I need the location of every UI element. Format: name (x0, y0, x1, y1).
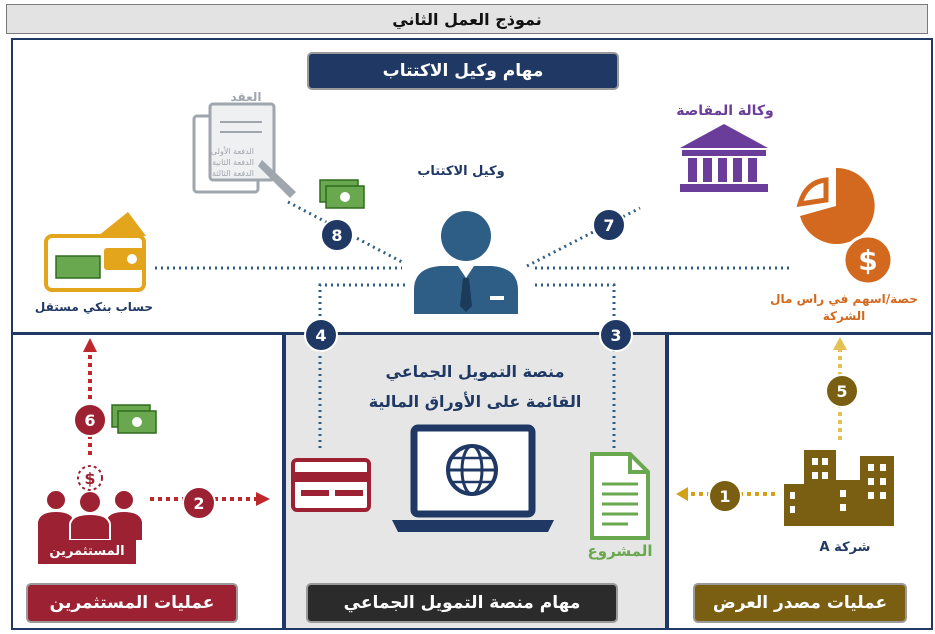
step-7-badge: 7 (592, 208, 626, 242)
contract-line-3: الدفعة الثالثة (211, 169, 254, 178)
investors-operations-footer: عمليات المستثمرين (26, 583, 238, 623)
bank-account-label: حساب بنكي مستقل (34, 300, 154, 314)
pie-dollar-icon: $ (796, 167, 894, 286)
platform-title-line1: منصة التمويل الجماعي (385, 362, 565, 381)
project-label: المشروع (587, 542, 653, 560)
arrow-step-5 (833, 337, 847, 440)
wallet-icon (44, 212, 146, 292)
step-1-badge: 1 (708, 479, 742, 513)
contract-line-1: الدفعة الأولى (210, 147, 254, 156)
investors-tag (38, 540, 136, 564)
shares-label-line2: الشركة (822, 309, 866, 323)
arrow-step-1 (676, 487, 775, 501)
step-2-badge: 2 (182, 486, 216, 520)
connector-project (535, 283, 616, 450)
step-5-badge: 5 (825, 374, 859, 408)
step-8-badge: 8 (320, 218, 354, 252)
laptop-globe-icon (392, 424, 554, 532)
svg-text:$: $ (84, 469, 95, 488)
money-icon (319, 179, 365, 209)
agent-connectors (155, 200, 790, 450)
agent-icon (414, 211, 518, 314)
arrow-step-6 (83, 338, 97, 455)
company-buildings-icon (784, 450, 894, 526)
investors-panel (11, 333, 284, 630)
issuer-operations-footer: عمليات مصدر العرض (693, 583, 907, 623)
money-icon (111, 404, 157, 434)
contract-line-2: الدفعة الثانية (212, 158, 254, 167)
svg-text:$: $ (858, 244, 877, 277)
contract-label: العقد (230, 90, 262, 104)
platform-tasks-footer: مهام منصة التمويل الجماعي (306, 583, 618, 623)
agent-tasks-header: مهام وكيل الاكتتاب (307, 52, 619, 90)
step-3-badge: 3 (599, 318, 633, 352)
step-6-badge: 6 (73, 403, 107, 437)
bank-building-icon (680, 124, 768, 192)
document-icon (590, 452, 650, 540)
arrow-step-2 (150, 492, 270, 506)
contract-lines: الدفعة الأولى الدفعة الثانية الدفعة الثا… (196, 146, 254, 179)
contract-icon (192, 102, 296, 198)
step-4-badge: 4 (304, 318, 338, 352)
investors-label: المستثمرين (49, 544, 125, 559)
credit-card-icon (291, 458, 371, 512)
clearing-label: وكالة المقاصة (676, 103, 774, 119)
company-label: شركة A (819, 540, 871, 555)
platform-title-line2: القائمة على الأوراق المالية (368, 392, 582, 411)
connector-card (318, 283, 405, 450)
page-title: نموذج العمل الثاني (6, 4, 928, 34)
agent-label: وكيل الاكتتاب (417, 164, 505, 179)
investors-group-icon: $ (38, 465, 142, 541)
shares-label-line1: حصة/اسهم في راس مال (770, 292, 918, 306)
